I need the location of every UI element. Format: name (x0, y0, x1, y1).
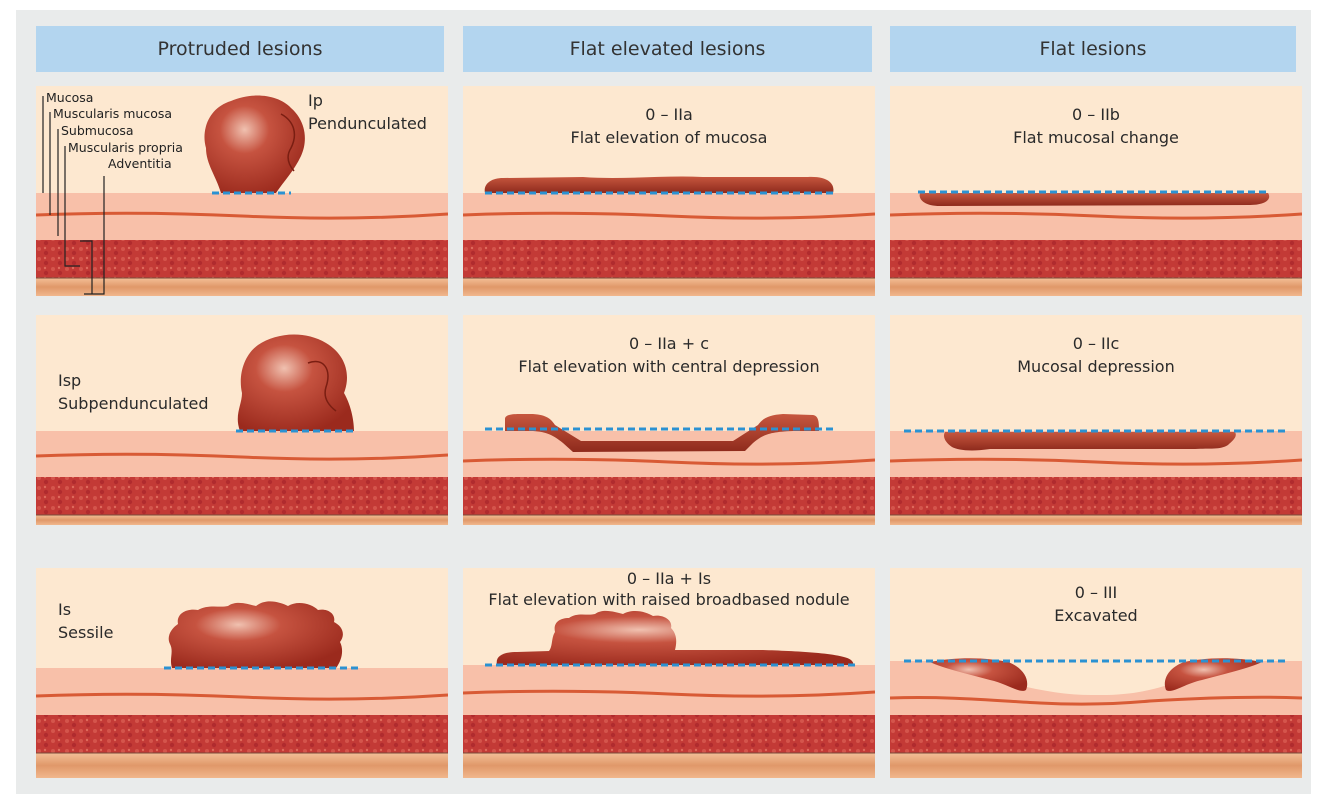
lesion-name: Flat elevation of mucosa (463, 127, 875, 148)
lesion-name: Subpendunculated (58, 393, 209, 415)
panel-is-sessile: Is Sessile (36, 568, 448, 778)
lesion-shape (497, 611, 854, 665)
wall-layers (36, 315, 448, 525)
panel-0-iib: 0 – IIb Flat mucosal change (890, 86, 1302, 296)
lesion-shape (920, 193, 1270, 206)
header-protruded-lesions: Protruded lesions (36, 26, 444, 72)
lesion-shape (944, 432, 1236, 450)
lesion-code: Ip (308, 90, 323, 112)
lesion-name: Flat mucosal change (890, 127, 1302, 148)
lesion-name: Mucosal depression (890, 356, 1302, 377)
lesion-code: 0 – IIb (890, 104, 1302, 125)
lesion-name: Sessile (58, 622, 113, 644)
lesion-code: 0 – IIa + c (463, 333, 875, 354)
lesion-code: 0 – IIc (890, 333, 1302, 354)
layer-label-adventitia: Adventitia (108, 156, 172, 171)
panel-ip-pedunculated: Mucosa Muscularis mucosa Submucosa Muscu… (36, 86, 448, 296)
lesion-code: 0 – IIa (463, 104, 875, 125)
panel-0-iia-c: 0 – IIa + c Flat elevation with central … (463, 315, 875, 525)
lesion-name: Excavated (890, 605, 1302, 626)
header-flat-elevated-lesions: Flat elevated lesions (463, 26, 872, 72)
panel-0-iic: 0 – IIc Mucosal depression (890, 315, 1302, 525)
lesion-code: Is (58, 599, 71, 621)
layer-label-submucosa: Submucosa (61, 123, 134, 138)
lesion-shape (204, 96, 304, 193)
panel-0-iii: 0 – III Excavated (890, 568, 1302, 778)
panel-0-iia-is: 0 – IIa + Is Flat elevation with raised … (463, 568, 875, 778)
layer-label-muscularis-propria: Muscularis propria (68, 140, 183, 155)
header-flat-lesions: Flat lesions (890, 26, 1296, 72)
panel-0-iia: 0 – IIa Flat elevation of mucosa (463, 86, 875, 296)
lesion-name: Flat elevation with raised broadbased no… (463, 589, 875, 610)
lesion-code: 0 – IIa + Is (463, 568, 875, 589)
lesion-name: Pendunculated (308, 113, 427, 135)
wall-layers (36, 568, 448, 778)
lesion-code: Isp (58, 370, 81, 392)
lesion-shape (169, 601, 343, 668)
lesion-code: 0 – III (890, 582, 1302, 603)
layer-label-mucosa: Mucosa (46, 90, 93, 105)
layer-label-muscularis-mucosa: Muscularis mucosa (53, 106, 172, 121)
lesion-name: Flat elevation with central depression (463, 356, 875, 377)
panel-isp-subpedunculated: Isp Subpendunculated (36, 315, 448, 525)
lesion-shape (485, 177, 834, 193)
lesion-shape (238, 335, 354, 431)
